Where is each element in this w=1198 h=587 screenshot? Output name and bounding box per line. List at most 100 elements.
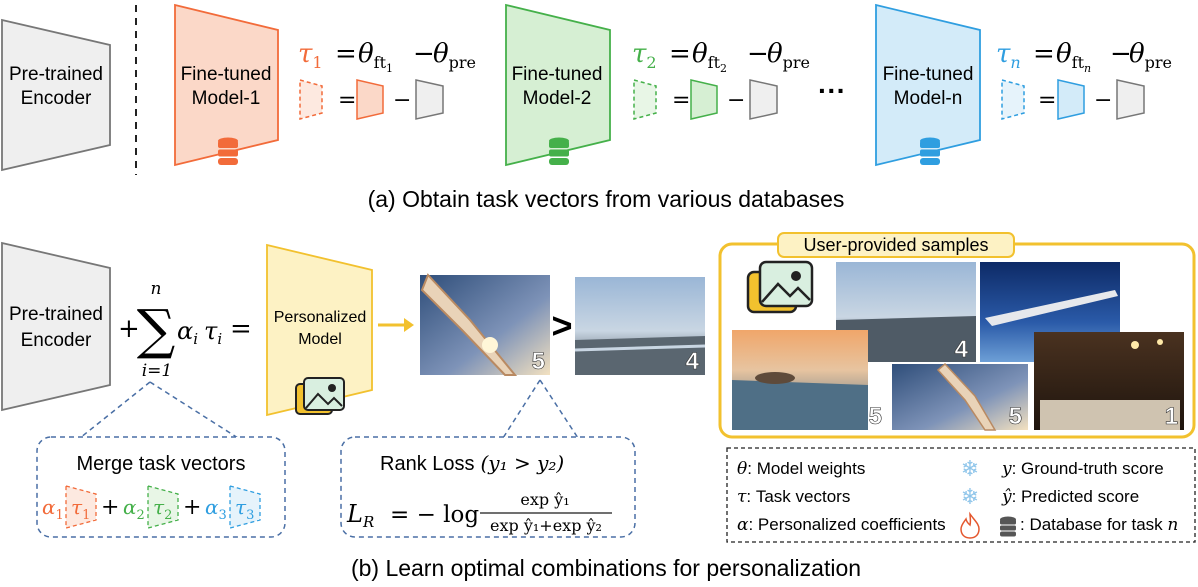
- legend: θ: Model weights τ: Task vectors α: Pers…: [737, 456, 1178, 539]
- rank-lhs: L: [346, 500, 363, 528]
- svg-text:τ: Task vectors: τ: Task vectors: [737, 487, 850, 507]
- pretrained-label-b-2: Encoder: [21, 330, 92, 351]
- svg-text:=: =: [338, 88, 356, 113]
- task-vector-shape-2: [633, 79, 657, 120]
- personalized-model: [266, 243, 373, 417]
- svg-text:−: −: [1094, 88, 1112, 113]
- svg-text:y: Ground-truth score: y: Ground-truth score: [1001, 459, 1164, 479]
- sample-score-3: 5: [869, 403, 882, 430]
- ellipsis: ···: [818, 75, 846, 106]
- svg-text:=: =: [1038, 88, 1056, 113]
- svg-text:τ3: τ3: [235, 495, 254, 523]
- part-a: Pre-trained Encoder Fine-tuned Model-1 τ…: [1, 3, 1172, 212]
- model-2-label-1: Fine-tuned: [512, 64, 603, 85]
- svg-text:α3: α3: [205, 495, 227, 523]
- sample-score-4: 5: [1009, 403, 1022, 430]
- svg-text:θpre: θpre: [767, 39, 810, 72]
- photo-right: 4: [574, 277, 706, 375]
- arrow-icon: [378, 318, 414, 332]
- sample-score-5: 1: [1165, 403, 1178, 430]
- image-stack-icon: [295, 377, 345, 415]
- sum-top: n: [151, 279, 162, 299]
- svg-text:−: −: [393, 88, 411, 113]
- svg-text:α: Personalized coefficients: α: Personalized coefficients: [737, 515, 946, 535]
- svg-text:α2: α2: [123, 495, 145, 523]
- rank-title: Rank Loss: [380, 453, 475, 475]
- finetuned-shape-2: [690, 79, 718, 120]
- tau-n: τ: [996, 39, 1011, 69]
- pretrained-shape-2: [749, 79, 778, 120]
- fine-tuned-model-n: [875, 3, 981, 167]
- flame-icon: [960, 511, 980, 539]
- sample-score-1: 4: [955, 336, 969, 363]
- svg-text:θpre: θpre: [433, 39, 476, 72]
- model-n-label-2: Model-n: [894, 88, 963, 109]
- pretrained-shape-1: [415, 79, 444, 120]
- model-n-label-1: Fine-tuned: [883, 64, 974, 85]
- pretrained-encoder-a: [1, 18, 111, 172]
- pretrained-label-a-1: Pre-trained: [9, 64, 103, 85]
- rank-num: exp ŷ₁: [520, 490, 569, 509]
- photo-left: 5: [420, 273, 550, 376]
- database-icon: [920, 137, 940, 165]
- sample-photo-4: 5: [892, 362, 1028, 431]
- caption-a: (a) Obtain task vectors from various dat…: [368, 186, 845, 212]
- finetuned-shape-n: [1057, 79, 1085, 120]
- database-icon: [1000, 516, 1016, 537]
- task-vector-shape-1: [299, 79, 323, 120]
- svg-text:θftn: θftn: [1056, 39, 1091, 75]
- svg-text:θpre: θpre: [1129, 39, 1172, 72]
- merge-terms: α1 τ1 + α2 τ2 + α3 τ3: [42, 485, 261, 529]
- rank-den: exp ŷ₁+exp ŷ₂: [490, 516, 602, 535]
- greater-than: >: [551, 305, 572, 346]
- model-2-label-2: Model-2: [523, 88, 592, 109]
- score-right: 4: [686, 348, 700, 375]
- svg-text:τ1: τ1: [71, 495, 90, 523]
- rank-eq: = − log: [390, 502, 479, 528]
- svg-text:τ2: τ2: [153, 495, 172, 523]
- database-icon: [218, 137, 238, 165]
- tau-2: τ: [632, 39, 647, 69]
- svg-text:θft1: θft1: [358, 39, 393, 75]
- svg-text:θ: Model weights: θ: Model weights: [737, 459, 865, 479]
- merge-title: Merge task vectors: [77, 453, 246, 475]
- svg-text:−: −: [413, 39, 435, 69]
- svg-text:τ1: τ1: [298, 39, 323, 72]
- pretrained-encoder-b: [1, 241, 111, 412]
- model-1-label-1: Fine-tuned: [181, 64, 272, 85]
- svg-text:−: −: [1110, 39, 1132, 69]
- personalized-label-1: Personalized: [274, 309, 367, 326]
- gallery-icon: [746, 260, 814, 314]
- svg-text:−: −: [727, 88, 745, 113]
- svg-text:ŷ: Predicted score: ŷ: Predicted score: [1001, 487, 1139, 507]
- fine-tuned-model-2: [505, 3, 611, 167]
- svg-text:θft2: θft2: [692, 39, 727, 75]
- sample-photo-3: 5: [732, 330, 882, 430]
- caption-b: (b) Learn optimal combinations for perso…: [351, 555, 861, 581]
- model-1: Fine-tuned Model-1 τ1 = θft1 − θpre = −: [174, 3, 476, 167]
- model-n: Fine-tuned Model-n τn = θftn − θpre = −: [875, 3, 1172, 167]
- plus-sign: +: [118, 314, 140, 344]
- svg-text:+: +: [101, 495, 119, 520]
- model-1-label-2: Model-1: [192, 88, 261, 109]
- svg-text:: Database for task n: : Database for task n: [1020, 515, 1178, 535]
- samples-title: User-provided samples: [803, 235, 988, 255]
- pretrained-label-b-1: Pre-trained: [9, 304, 103, 325]
- svg-text:=: =: [335, 39, 357, 69]
- svg-text:=: =: [669, 39, 691, 69]
- task-vector-shape-n: [1001, 79, 1025, 120]
- svg-text:LR: LR: [346, 500, 374, 531]
- pretrained-shape-n: [1116, 79, 1145, 120]
- svg-text:τn: τn: [996, 39, 1021, 72]
- snowflake-icon: ❄: [961, 456, 979, 481]
- sum-bottom: i=1: [142, 361, 173, 381]
- svg-text:+: +: [183, 495, 201, 520]
- database-icon: [549, 137, 569, 165]
- fine-tuned-model-1: [174, 3, 279, 167]
- snowflake-icon: ❄: [961, 484, 979, 509]
- sum-equals: =: [230, 314, 252, 344]
- sum-sign: ∑: [137, 298, 176, 361]
- finetuned-shape-1: [356, 79, 384, 120]
